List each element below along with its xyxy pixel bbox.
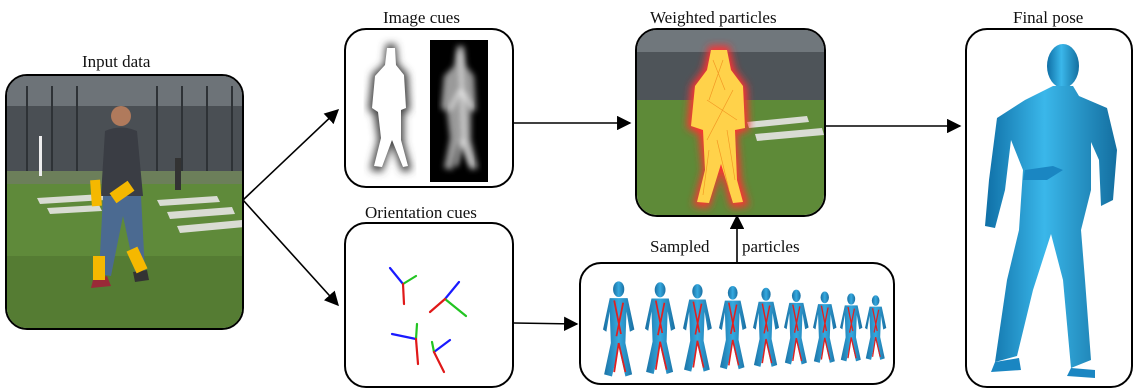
particle-figure — [682, 283, 713, 373]
limb-marker — [126, 246, 148, 274]
arrow-input-to-orientation-cues — [242, 199, 339, 307]
orientation-cues-panel — [344, 222, 514, 388]
input-data-label: Input data — [82, 52, 151, 71]
image-cues-label: Image cues — [383, 8, 460, 27]
sampled-label: Sampled — [650, 237, 710, 256]
frame-2 — [428, 280, 468, 318]
orientation-cues-label: Orientation cues — [365, 203, 477, 222]
arrow-input-to-image-cues — [242, 109, 340, 201]
head — [1047, 44, 1079, 88]
image-cues-maps — [356, 38, 488, 182]
particle-figure — [718, 285, 748, 371]
weighted-particles-image — [637, 30, 824, 215]
particle-figure — [839, 292, 864, 363]
orientation-frames — [388, 266, 468, 374]
weighted-particles-label: Weighted particles — [650, 8, 777, 27]
particle-figure — [864, 294, 887, 361]
input-photo — [7, 76, 242, 328]
limb-marker — [90, 179, 102, 207]
image-cues-panel — [344, 28, 514, 188]
frame-4 — [430, 338, 452, 374]
final-pose-mesh — [985, 44, 1117, 378]
input-data-panel — [5, 74, 244, 330]
sampled-particles-strip — [602, 280, 887, 378]
weighted-particles-panel — [635, 28, 826, 217]
frame-1 — [388, 266, 418, 306]
limb-marker — [109, 180, 135, 204]
particle-figure — [602, 280, 636, 378]
limb-marker — [93, 256, 105, 280]
final-pose-panel — [965, 28, 1133, 388]
final-pose-label: Final pose — [1013, 8, 1084, 27]
particle-figure — [644, 281, 677, 375]
particle-figure — [812, 290, 838, 364]
particle-figure — [752, 287, 780, 368]
sampled-particles-panel — [579, 262, 895, 385]
particles-label: particles — [742, 237, 800, 256]
frame-3 — [390, 322, 420, 366]
arrow-orientation-to-sampled — [513, 316, 579, 331]
particle-figure — [783, 288, 810, 366]
